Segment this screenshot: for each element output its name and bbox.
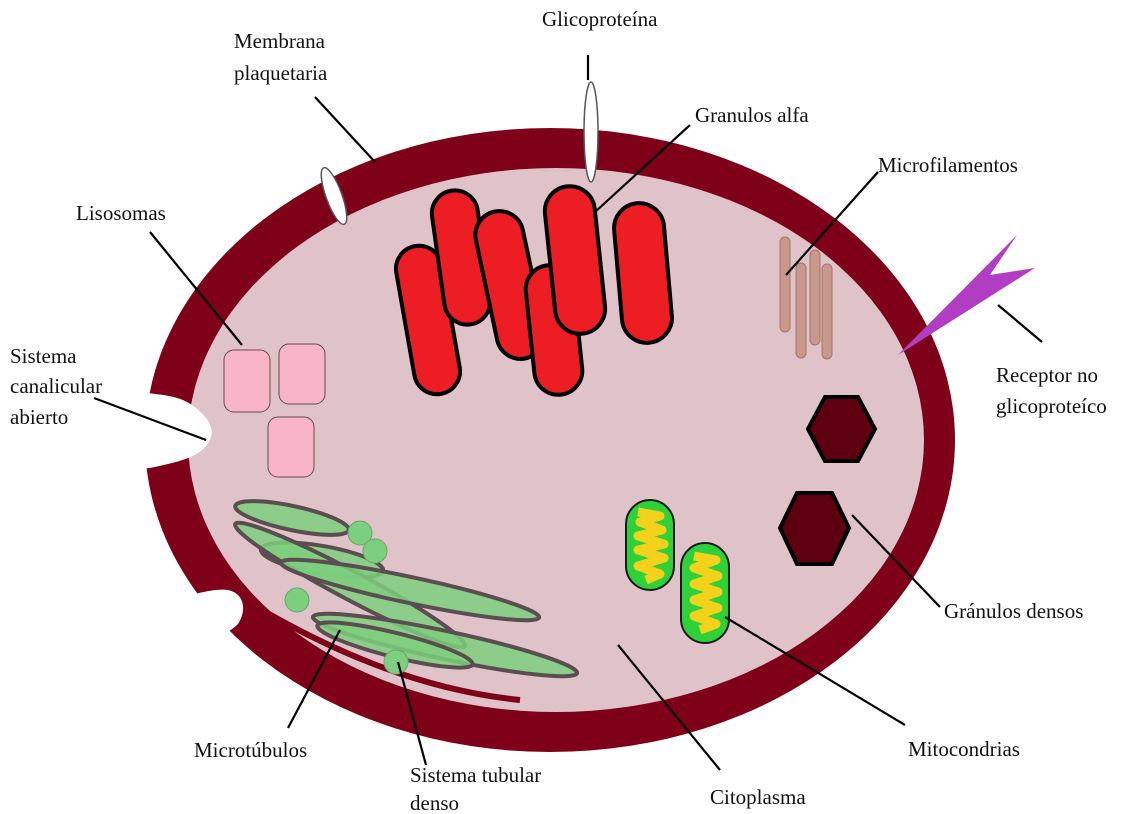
label-membrana-plaquetaria-2: plaquetaria	[234, 61, 328, 85]
lysosome	[279, 344, 325, 404]
non-glycoprotein-receptor	[898, 235, 1035, 355]
label-sistema-tubular-1: Sistema tubular	[410, 763, 541, 787]
label-glicoproteina: Glicoproteína	[542, 7, 658, 31]
label-citoplasma: Citoplasma	[710, 785, 806, 809]
label-microfilamentos: Microfilamentos	[878, 153, 1018, 177]
label-sistema-tubular-2: denso	[410, 791, 459, 814]
label-granulos-alfa: Granulos alfa	[695, 103, 809, 127]
label-sistema-canalicular-3: abierto	[10, 405, 68, 429]
mitochondrion	[681, 543, 729, 643]
microfilament	[796, 263, 806, 358]
lysosome	[224, 350, 270, 412]
dense-granule	[808, 397, 875, 461]
microfilament	[822, 264, 832, 359]
label-sistema-canalicular-1: Sistema	[10, 344, 77, 368]
label-receptor-1: Receptor no	[996, 363, 1098, 387]
label-microtubulos: Microtúbulos	[194, 738, 307, 762]
dense-granule	[780, 493, 849, 564]
label-lisosomas: Lisosomas	[76, 201, 166, 225]
label-granulos-densos: Gránulos densos	[944, 599, 1083, 623]
microfilament	[780, 237, 790, 332]
glycoprotein	[584, 82, 598, 182]
mitochondrion	[626, 500, 674, 590]
microfilament	[810, 250, 820, 345]
label-membrana-plaquetaria-1: Membrana	[234, 29, 326, 53]
label-sistema-canalicular-2: canalicular	[10, 374, 102, 398]
alpha-granule	[612, 201, 674, 345]
label-receptor-2: glicoproteíco	[996, 394, 1107, 418]
open-canalicular-notch-lower	[150, 590, 243, 645]
label-mitocondrias: Mitocondrias	[908, 737, 1020, 761]
lysosome	[268, 417, 314, 477]
